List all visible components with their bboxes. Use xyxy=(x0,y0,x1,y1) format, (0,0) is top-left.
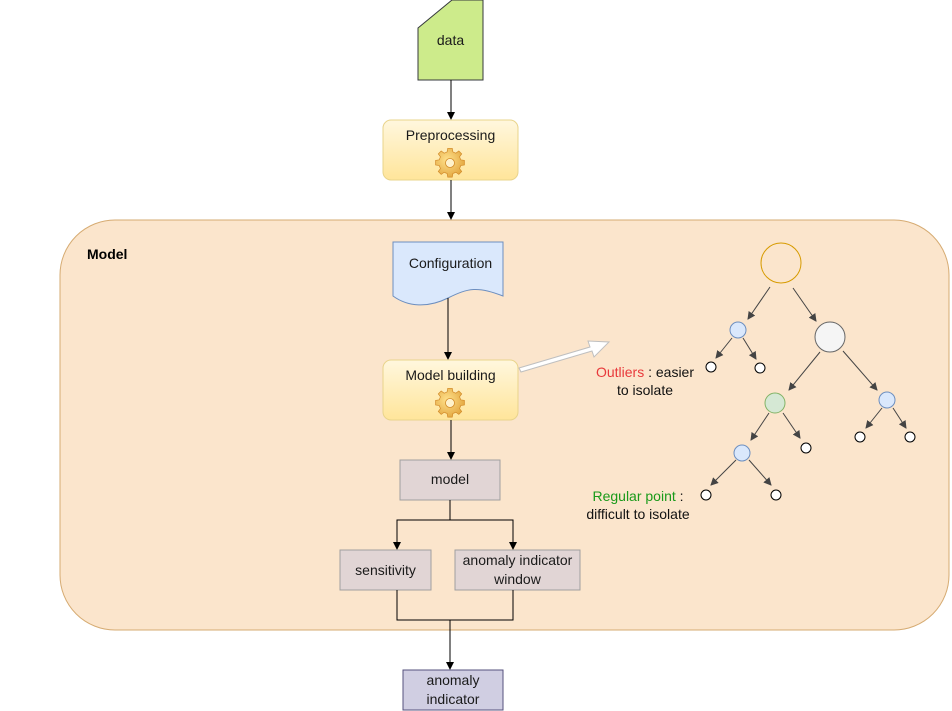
outliers-note: Outliers : easier to isolate xyxy=(588,363,702,399)
sensitivity-label: sensitivity xyxy=(355,562,416,578)
tree-leaf xyxy=(854,431,866,443)
model-label: model xyxy=(430,471,470,487)
tree-leaf xyxy=(800,442,812,454)
tree-node xyxy=(878,391,896,409)
tree-leaf xyxy=(705,361,717,373)
model-container-title: Model xyxy=(87,246,128,262)
outliers-word: Outliers xyxy=(595,364,645,380)
preprocessing-label: Preprocessing xyxy=(405,127,496,143)
edge-model-split xyxy=(393,500,451,550)
configuration-label: Configuration xyxy=(408,255,493,271)
tree-leaf xyxy=(904,431,916,443)
data-label: data xyxy=(436,32,465,48)
regular-rest-2: difficult to isolate xyxy=(586,506,690,522)
hollow-arrow xyxy=(518,340,611,373)
gear-icon xyxy=(435,147,465,178)
edge-model-split-right xyxy=(450,519,517,550)
regular-point-note: Regular point : difficult to isolate xyxy=(576,487,700,523)
tree-node xyxy=(733,444,751,462)
outliers-rest-1: : easier xyxy=(644,364,695,380)
model-container xyxy=(59,219,950,631)
tree-leaf xyxy=(754,362,766,374)
tree-node xyxy=(814,321,846,353)
outliers-rest-2: to isolate xyxy=(616,382,674,398)
tree-root-node xyxy=(760,242,802,284)
model-building-label: Model building xyxy=(405,367,496,383)
edge-merge xyxy=(396,590,514,621)
anomaly-indicator-label: anomaly indicator xyxy=(426,672,480,707)
tree-leaf xyxy=(770,489,782,501)
anomaly-indicator-window-label: anomaly indicator window xyxy=(462,552,573,587)
sensitivity-node[interactable] xyxy=(339,549,432,591)
configuration-node[interactable] xyxy=(392,241,504,306)
tree-node xyxy=(729,321,747,339)
regular-rest-1: : xyxy=(675,488,684,504)
anomaly-indicator-node[interactable] xyxy=(402,669,504,711)
anomaly-indicator-window-node[interactable] xyxy=(454,549,581,591)
regular-word: Regular point xyxy=(592,488,676,504)
model-node[interactable] xyxy=(399,459,501,501)
tree-node-regular xyxy=(764,392,786,414)
gear-icon xyxy=(435,387,465,418)
isolation-tree xyxy=(710,286,907,486)
tree-leaf xyxy=(700,489,712,501)
